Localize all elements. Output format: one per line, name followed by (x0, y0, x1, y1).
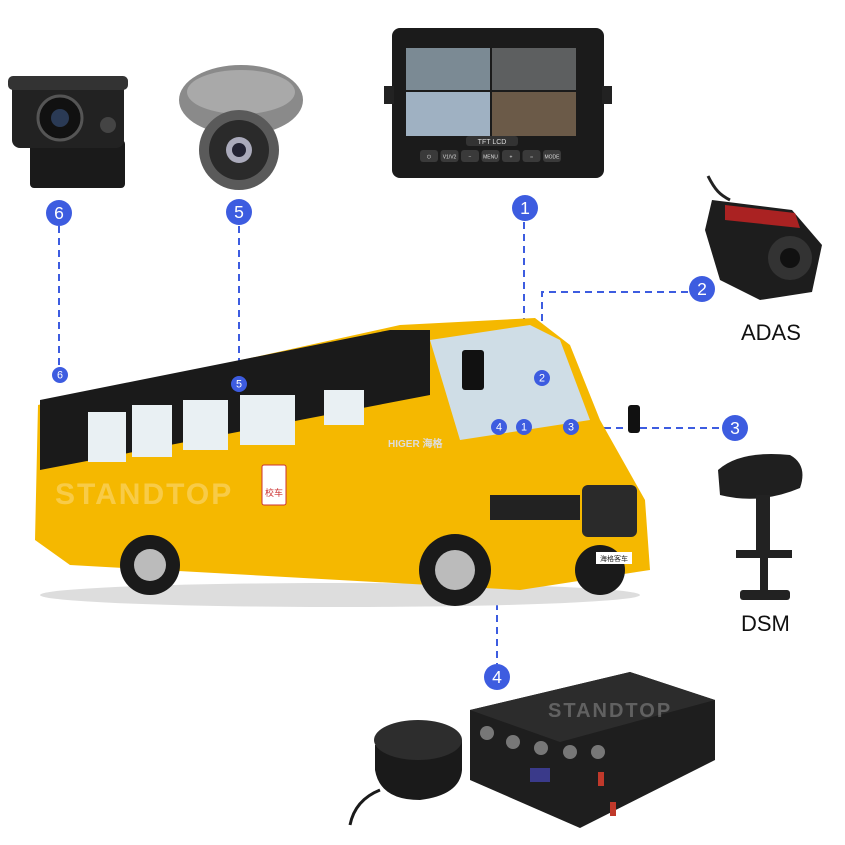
dsm-label: DSM (741, 611, 790, 636)
callout-number: 5 (234, 202, 244, 222)
callout-badge-2 (534, 370, 550, 386)
monitor-brand: TFT LCD (478, 139, 507, 146)
monitor-button (461, 150, 479, 162)
monitor-buttons: ⏻ V1/V2 − MENU + ○ MODE (420, 150, 561, 162)
monitor-button (522, 150, 541, 162)
callout-badge-4 (484, 664, 510, 690)
monitor-button-label: MENU (483, 155, 498, 161)
monitor-button-label: + (510, 155, 513, 161)
adas-label: ADAS (741, 320, 801, 345)
mdvr-icon (470, 672, 715, 828)
bus-brand: HIGER 海格 (388, 437, 443, 450)
callout-badge-3 (563, 419, 579, 435)
rear-camera-icon (8, 76, 128, 188)
callout-number: 5 (236, 379, 242, 391)
dsm-camera-icon (718, 454, 803, 600)
callout-badge-5 (226, 199, 252, 225)
callout-number: 2 (539, 373, 545, 385)
school-bus-icon: 校车 HIGER 海格 海格客车 (35, 318, 650, 607)
adas-camera-icon (705, 175, 822, 300)
monitor-button-label: − (469, 155, 472, 161)
callout-number: 4 (496, 422, 502, 434)
callout-badge-6 (46, 200, 72, 226)
bus-sign: 校车 (265, 487, 283, 498)
callout-number: 1 (521, 422, 527, 434)
callout-badges: 1 2 3 4 5 6 6 5 2 1 3 4 (46, 195, 748, 690)
monitor-button-label: ○ (530, 155, 533, 161)
monitor-button (420, 150, 438, 162)
monitor-button-label: ⏻ (427, 155, 431, 161)
monitor-button-label: V1/V2 (443, 155, 457, 161)
bus-plate: 海格客车 (600, 554, 628, 563)
monitor-button (440, 150, 459, 162)
callout-number: 6 (54, 203, 64, 223)
callout-badge-1 (516, 419, 532, 435)
callout-number: 3 (568, 422, 574, 434)
monitor-button (481, 150, 500, 162)
speaker-icon (348, 720, 462, 826)
callout-number: 2 (697, 279, 707, 299)
watermark-mdvr: STANDTOP (548, 700, 673, 722)
callout-badge-5 (231, 376, 247, 392)
monitor-button (543, 150, 561, 162)
quad-monitor-icon: TFT LCD ⏻ V1/V2 − MENU + ○ MODE (384, 28, 612, 178)
callout-number: 3 (730, 418, 740, 438)
callout-number: 4 (492, 667, 502, 687)
callout-badge-2 (689, 276, 715, 302)
dome-camera-icon (179, 65, 303, 190)
callout-badge-6 (52, 367, 68, 383)
callout-badge-4 (491, 419, 507, 435)
monitor-button (502, 150, 520, 162)
monitor-button-label: MODE (545, 155, 561, 161)
callout-badge-1 (512, 195, 538, 221)
callout-badge-3 (722, 415, 748, 441)
watermark-bus: STANDTOP (55, 478, 234, 511)
callout-number: 6 (57, 370, 63, 382)
callout-number: 1 (520, 198, 530, 218)
